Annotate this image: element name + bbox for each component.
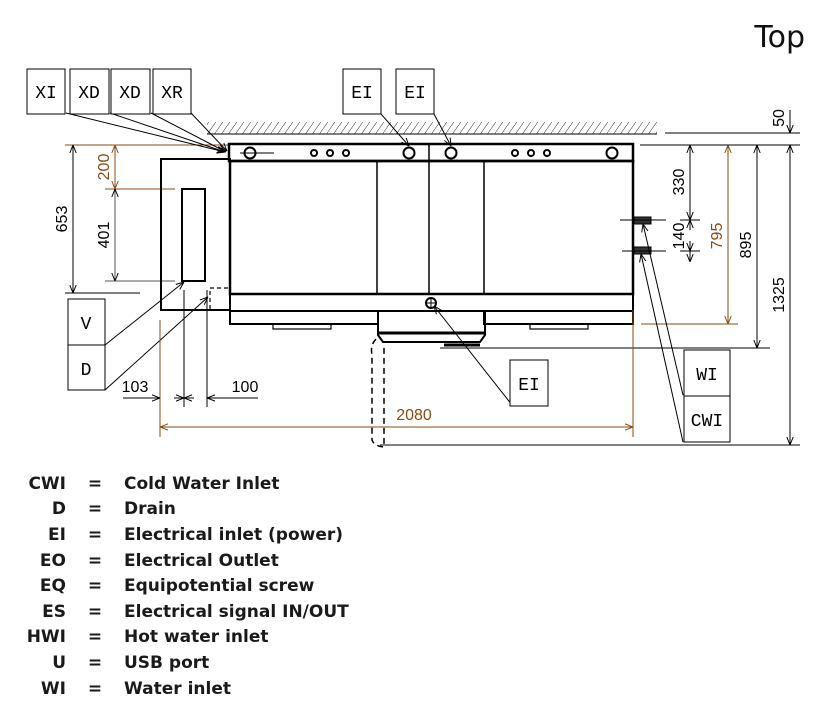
legend-code: U	[52, 652, 66, 673]
legend-row: EI = Electrical inlet (power)	[20, 522, 349, 548]
dim-330: 330	[671, 169, 688, 196]
tag-v: V	[67, 298, 106, 346]
legend-code: CWI	[28, 473, 66, 494]
svg-text:XD: XD	[78, 84, 100, 104]
appliance-body	[160, 142, 635, 448]
leader-lines	[65, 112, 684, 443]
legend-desc: USB port	[124, 652, 210, 673]
legend-row: U = USB port	[20, 650, 349, 676]
callout-tags: XI XD XD XR EI EI V D	[26, 68, 731, 443]
svg-text:EI: EI	[404, 84, 426, 104]
legend-row: CWI = Cold Water Inlet	[20, 471, 349, 497]
tag-d: D	[67, 344, 106, 391]
tag-ei-top-2: EI	[395, 68, 435, 115]
tag-xi: XI	[26, 68, 66, 115]
dim-653: 653	[54, 206, 71, 233]
dim-2080: 2080	[396, 407, 432, 424]
view-title: Top	[754, 20, 805, 55]
dim-50: 50	[771, 109, 788, 127]
legend-row: D = Drain	[20, 497, 349, 523]
legend-desc: Electrical Outlet	[124, 550, 279, 571]
dim-103: 103	[122, 379, 149, 396]
dim-401: 401	[96, 222, 113, 249]
svg-text:XD: XD	[119, 84, 141, 104]
svg-text:XR: XR	[161, 84, 183, 104]
legend-eq: =	[87, 627, 103, 648]
legend-row: EQ = Equipotential screw	[20, 573, 349, 599]
legend-desc: Drain	[124, 499, 176, 520]
legend-desc: Electrical signal IN/OUT	[124, 601, 349, 622]
tag-ei-bottom: EI	[509, 359, 549, 407]
svg-text:EI: EI	[518, 376, 540, 396]
legend-eq: =	[87, 550, 103, 571]
reference-lines	[65, 132, 800, 446]
legend-code: EI	[48, 524, 66, 545]
legend-eq: =	[87, 524, 103, 545]
tag-xd-1: XD	[69, 68, 110, 115]
dim-895: 895	[738, 232, 755, 259]
legend-row: EO = Electrical Outlet	[20, 548, 349, 574]
tag-xd-2: XD	[110, 68, 151, 115]
tag-cwi: CWI	[683, 395, 731, 443]
dimension-lines	[73, 110, 790, 445]
legend-eq: =	[87, 576, 103, 597]
svg-text:V: V	[81, 315, 92, 335]
tag-wi: WI	[683, 349, 731, 397]
svg-text:WI: WI	[696, 366, 718, 386]
legend-code: HWI	[26, 627, 66, 648]
legend-row: WI = Water inlet	[20, 676, 349, 702]
legend-desc: Electrical inlet (power)	[124, 524, 344, 545]
legend-code: WI	[40, 678, 66, 699]
dim-795: 795	[709, 223, 726, 250]
legend-desc: Water inlet	[124, 678, 231, 699]
dim-1325: 1325	[771, 277, 788, 313]
dim-100: 100	[232, 379, 259, 396]
svg-text:EI: EI	[351, 84, 373, 104]
tag-xr: XR	[152, 68, 192, 115]
legend-desc: Equipotential screw	[124, 576, 315, 597]
legend-code: EO	[39, 550, 66, 571]
legend-eq: =	[87, 678, 103, 699]
dimension-labels: 653 200 401 103 100 2080 50 330 140 795 …	[54, 109, 788, 424]
dim-200: 200	[96, 154, 113, 181]
legend-eq: =	[87, 652, 103, 673]
wall-hatch	[207, 122, 657, 135]
legend-row: HWI = Hot water inlet	[20, 625, 349, 651]
legend-code: EQ	[39, 576, 66, 597]
legend-eq: =	[87, 601, 103, 622]
svg-text:D: D	[81, 361, 92, 381]
svg-text:CWI: CWI	[691, 412, 723, 432]
water-connectors	[620, 216, 666, 255]
tag-ei-top-1: EI	[342, 68, 382, 115]
legend-row: ES = Electrical signal IN/OUT	[20, 599, 349, 625]
legend-code: D	[51, 499, 66, 520]
svg-text:XI: XI	[35, 84, 57, 104]
rail-holes	[240, 146, 619, 309]
legend-desc: Cold Water Inlet	[124, 473, 280, 494]
legend-code: ES	[42, 601, 66, 622]
legend-eq: =	[87, 473, 103, 494]
dim-140: 140	[671, 223, 688, 250]
legend-eq: =	[87, 499, 103, 520]
legend-desc: Hot water inlet	[124, 627, 269, 648]
